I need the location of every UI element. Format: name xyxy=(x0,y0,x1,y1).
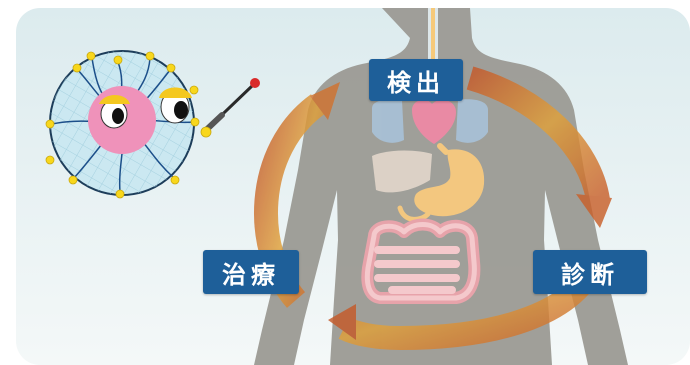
label-detect: 検出 xyxy=(369,59,463,101)
label-treat: 治療 xyxy=(203,250,299,294)
label-diagnose: 診断 xyxy=(533,250,647,294)
